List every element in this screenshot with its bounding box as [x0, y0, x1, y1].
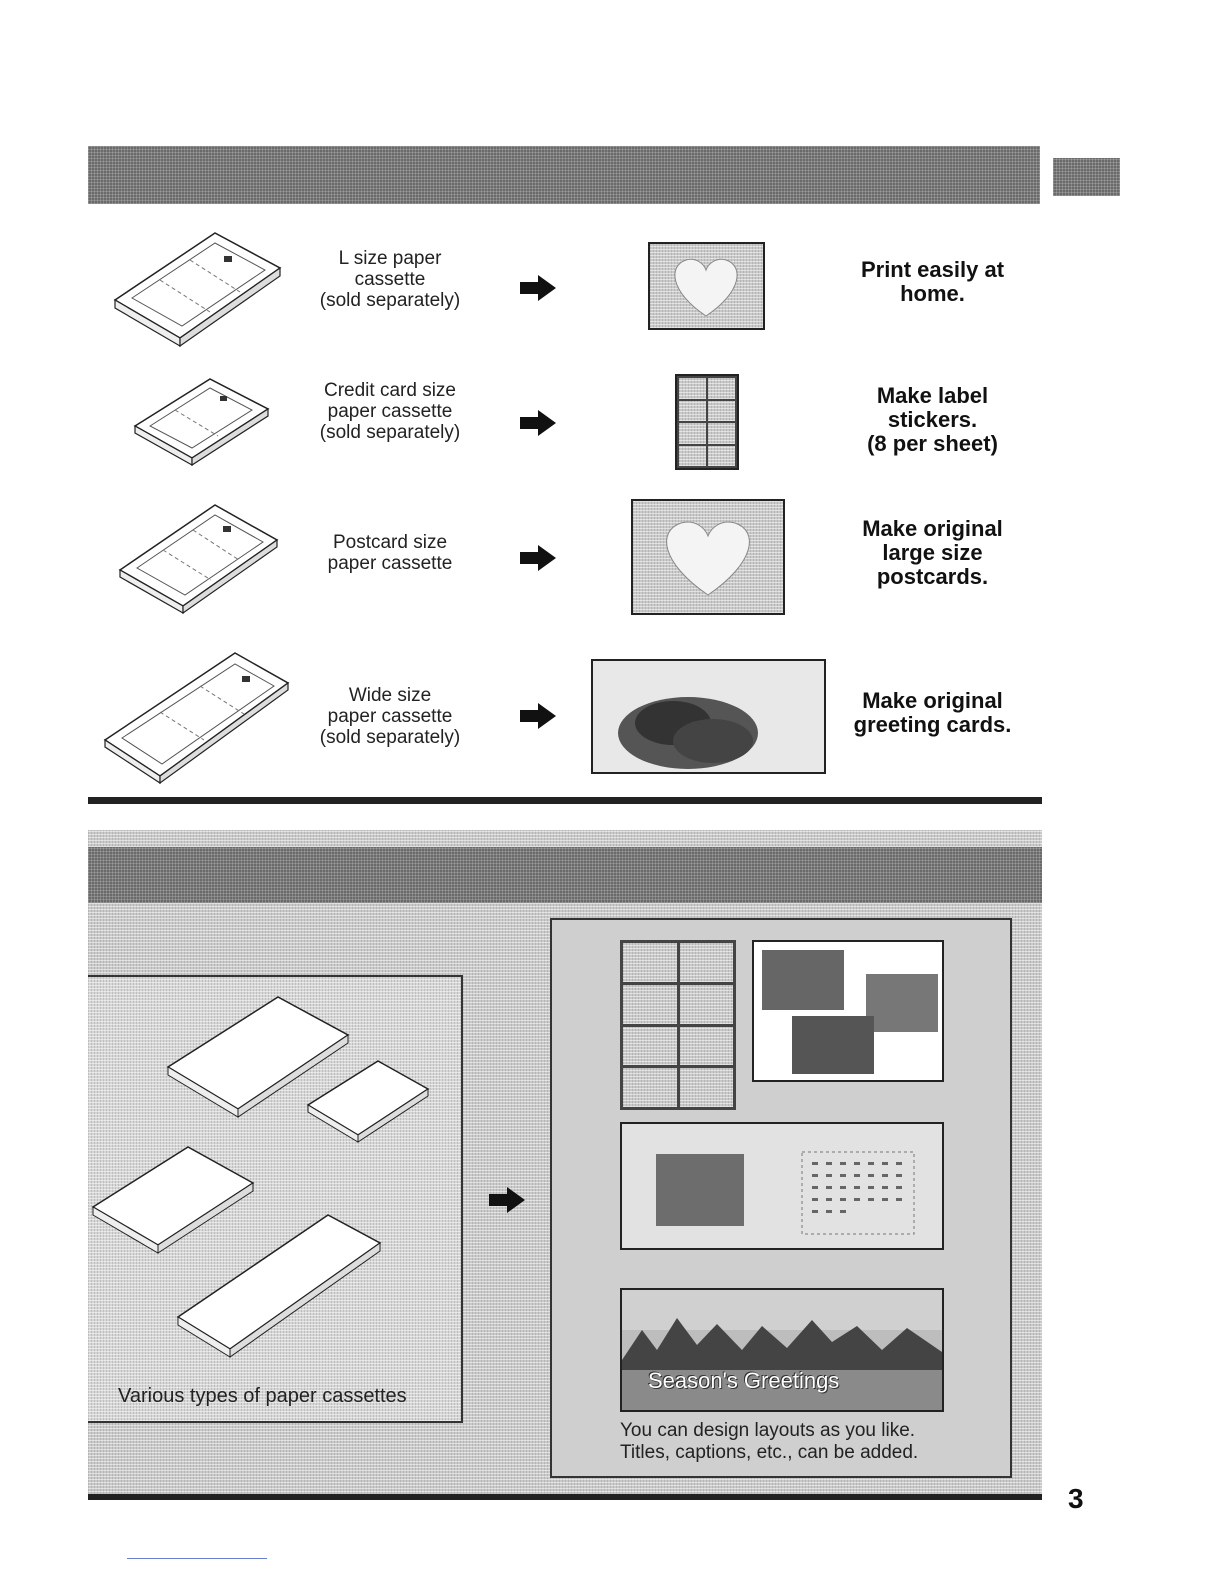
- row-1-benefit: Print easily at home.: [860, 257, 1005, 306]
- arrow-right-icon: [520, 545, 556, 571]
- sticker-thumbnail: [708, 400, 735, 421]
- photo-collage-sample: [752, 940, 944, 1082]
- l-size-print-photo: [648, 242, 765, 330]
- cassettes-caption: Various types of paper cassettes: [118, 1385, 407, 1407]
- sticker-thumbnail: [679, 1068, 733, 1107]
- arrow-right-icon: [520, 275, 556, 301]
- sticker-thumbnail: [679, 943, 733, 982]
- sticker-thumbnail: [679, 1026, 733, 1066]
- landscape-photo-image: [622, 1290, 942, 1410]
- sticker-thumbnail: [708, 445, 735, 466]
- greeting-banner-text: Season's Greetings: [648, 1368, 840, 1393]
- sticker-thumbnail: [708, 378, 735, 399]
- credit-card-cassette-illustration: [133, 378, 270, 467]
- collage-photo: [792, 1016, 874, 1074]
- layouts-caption: You can design layouts as you like. Titl…: [620, 1420, 919, 1463]
- sticker-sheet-photo: [675, 374, 739, 470]
- sticker-thumbnail: [623, 1026, 677, 1066]
- calendar-grid-graphic: [801, 1151, 915, 1235]
- row-3-benefit: Make original large size postcards.: [862, 516, 1003, 589]
- cassettes-box: Various types of paper cassettes: [88, 975, 463, 1423]
- bottom-rule: [88, 1494, 1042, 1500]
- section-divider: [88, 797, 1042, 804]
- layouts-box: Season's Greetings You can design layout…: [550, 918, 1012, 1478]
- panorama-greeting-sample: Season's Greetings: [620, 1288, 944, 1412]
- footer-line: [127, 1558, 267, 1559]
- calendar-photo: [656, 1154, 744, 1226]
- row-4-description: Wide size paper cassette (sold separatel…: [319, 685, 461, 748]
- sticker-thumbnail: [708, 423, 735, 444]
- row-2-benefit: Make label stickers. (8 per sheet): [867, 383, 998, 456]
- sticker-thumbnail: [679, 423, 706, 444]
- row-2-description: Credit card size paper cassette (sold se…: [319, 380, 461, 443]
- lower-header-band: [88, 847, 1042, 903]
- postcard-print-photo: [631, 499, 785, 615]
- sticker-thumbnail: [679, 378, 706, 399]
- row-1-description: L size paper cassette (sold separately): [319, 248, 461, 311]
- sticker-thumbnail: [623, 1068, 677, 1107]
- collage-photo: [762, 950, 844, 1010]
- row-3-description: Postcard size paper cassette: [327, 532, 453, 574]
- cassettes-group-illustration: [91, 996, 430, 1358]
- sticker-sheet-sample: [620, 940, 736, 1110]
- postcard-cassette-illustration: [118, 504, 279, 615]
- page-number: 3: [1068, 1483, 1084, 1514]
- l-size-cassette-illustration: [113, 232, 282, 348]
- collage-photo: [866, 974, 938, 1032]
- sticker-thumbnail: [679, 984, 733, 1024]
- wide-size-cassette-illustration: [103, 652, 290, 785]
- header-band: [88, 146, 1040, 204]
- heart-photo-image: [674, 258, 738, 317]
- flowers-photo-image: [618, 697, 758, 769]
- wide-print-photo: [591, 659, 826, 774]
- arrow-right-icon: [520, 703, 556, 729]
- sticker-thumbnail: [679, 445, 706, 466]
- sticker-thumbnail: [623, 943, 677, 982]
- calendar-layout-sample: [620, 1122, 944, 1250]
- sticker-thumbnail: [623, 984, 677, 1024]
- arrow-right-icon: [520, 410, 556, 436]
- heart-photo-image: [666, 521, 750, 596]
- arrow-right-icon: [489, 1187, 525, 1213]
- row-4-benefit: Make original greeting cards.: [853, 688, 1012, 737]
- header-tab: [1053, 158, 1120, 196]
- sticker-thumbnail: [679, 400, 706, 421]
